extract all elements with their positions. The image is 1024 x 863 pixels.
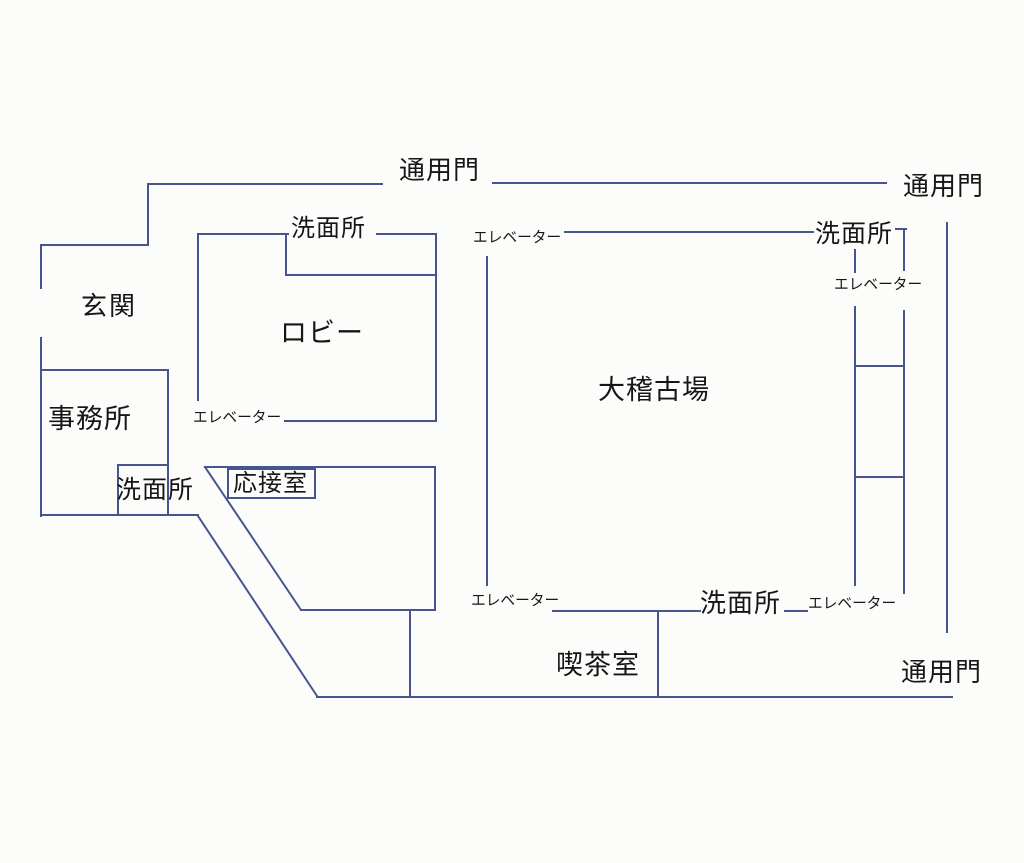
entrance-label: 玄関	[81, 291, 138, 321]
washroom-lobby-label: 洗面所	[291, 215, 366, 242]
elevator-hall-bottom-label: エレベーター	[471, 592, 560, 609]
lobby-walls-path	[197, 233, 437, 422]
gate-right-label: 通用門	[903, 171, 985, 201]
washroom-bottom-label: 洗面所	[700, 588, 782, 618]
lobby-label: ロビー	[280, 318, 364, 348]
elevator-lobby-label: エレベーター	[193, 409, 282, 426]
practice-hall-shaft-path	[486, 222, 948, 633]
reception-room-label: 応接室	[233, 470, 308, 497]
elevator-hall-top-label: エレベーター	[473, 229, 562, 246]
tea-room-label: 喫茶室	[556, 650, 640, 680]
reception-tea-room-path	[203, 465, 808, 698]
gate-top-label: 通用門	[399, 155, 481, 185]
outer-walls-path	[40, 182, 953, 698]
washroom-left-label: 洗面所	[116, 476, 195, 504]
gate-bottom-label: 通用門	[901, 657, 983, 687]
washroom-top-right-label: 洗面所	[815, 220, 894, 248]
elevator-bottom-right-label: エレベーター	[808, 595, 897, 612]
elevator-right-top-label: エレベーター	[834, 276, 923, 293]
practice-hall-label: 大稽古場	[598, 375, 710, 405]
office-label: 事務所	[48, 404, 132, 434]
